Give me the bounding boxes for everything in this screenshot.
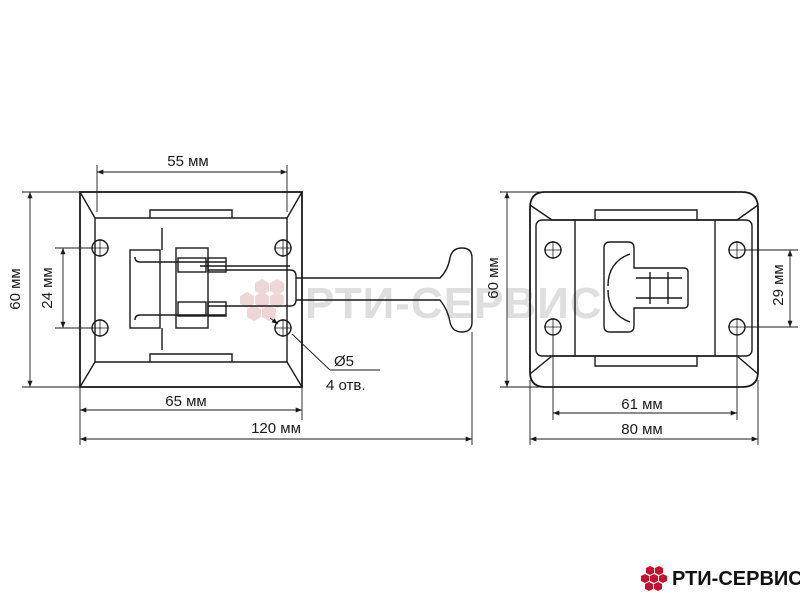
dim-right-height: 60 мм	[485, 257, 502, 298]
dim-hole-diameter: Ø5	[334, 353, 354, 370]
left-dimensions	[22, 165, 473, 445]
watermark-text: РТИ-СЕРВИС	[305, 279, 603, 328]
left-top-bevel	[79, 191, 303, 219]
watermark: РТИ-СЕРВИС	[240, 279, 603, 328]
dim-right-width: 80 мм	[621, 421, 662, 438]
watermark-logo	[240, 279, 284, 321]
right-catch-slot	[603, 241, 689, 333]
dim-left-base-width: 65 мм	[165, 393, 206, 410]
brand: РТИ-СЕРВИС	[641, 566, 800, 591]
right-body-outer	[529, 191, 759, 388]
right-dimensions	[500, 191, 798, 445]
dim-left-top: 55 мм	[167, 153, 208, 170]
left-view	[79, 191, 473, 388]
right-view	[529, 191, 759, 388]
dim-left-hole-spacing: 24 мм	[39, 267, 56, 308]
dim-hole-count: 4 отв.	[326, 377, 366, 394]
left-hinge-block	[129, 249, 161, 329]
left-bottom-bevel	[79, 361, 303, 388]
right-inner-plate	[535, 219, 753, 357]
left-hook-rod	[208, 269, 297, 307]
dim-left-total-length: 120 мм	[251, 420, 301, 437]
brand-logo-icon	[641, 566, 667, 591]
dim-right-hole-spacing-h: 61 мм	[621, 396, 662, 413]
left-base-outer	[79, 191, 303, 388]
dim-left-height: 60 мм	[7, 268, 24, 309]
brand-name: РТИ-СЕРВИС	[672, 568, 800, 590]
dim-right-hole-spacing-v: 29 мм	[770, 264, 787, 305]
